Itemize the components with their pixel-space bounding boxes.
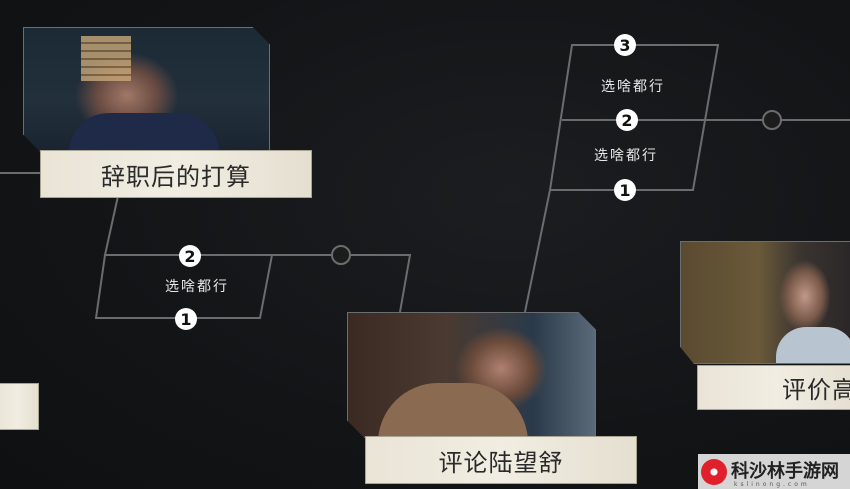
scene-thumbnail-comment[interactable] — [347, 312, 596, 438]
choice-label[interactable]: 选啥都行 — [594, 148, 658, 164]
story-node-resign[interactable]: 辞职后的打算 — [40, 150, 312, 198]
choice-number-badge[interactable]: 2 — [179, 245, 201, 267]
scene-thumbnail-resign[interactable] — [23, 27, 270, 152]
choice-number-badge[interactable]: 1 — [614, 179, 636, 201]
choice-number-badge[interactable]: 3 — [614, 34, 636, 56]
watermark: 科沙林手游网 kslinong.com — [698, 454, 850, 489]
node-title: 评论陆望舒 — [438, 448, 564, 477]
story-node-partial[interactable] — [0, 383, 39, 430]
story-node-comment[interactable]: 评论陆望舒 — [365, 436, 637, 484]
junction-node — [331, 245, 351, 265]
node-title: 辞职后的打算 — [101, 162, 251, 191]
junction-node — [762, 110, 782, 130]
story-node-evaluate[interactable]: 评价高 — [697, 365, 850, 410]
watermark-url: kslinong.com — [734, 481, 810, 488]
choice-label[interactable]: 选啥都行 — [601, 79, 665, 95]
watermark-text: 科沙林手游网 — [731, 460, 839, 482]
scene-thumbnail-evaluate[interactable] — [680, 241, 850, 364]
choice-number-badge[interactable]: 2 — [616, 109, 638, 131]
choice-number-badge[interactable]: 1 — [175, 308, 197, 330]
choice-label[interactable]: 选啥都行 — [165, 279, 229, 295]
node-title: 评价高 — [782, 376, 850, 404]
flower-logo-icon — [701, 458, 727, 485]
